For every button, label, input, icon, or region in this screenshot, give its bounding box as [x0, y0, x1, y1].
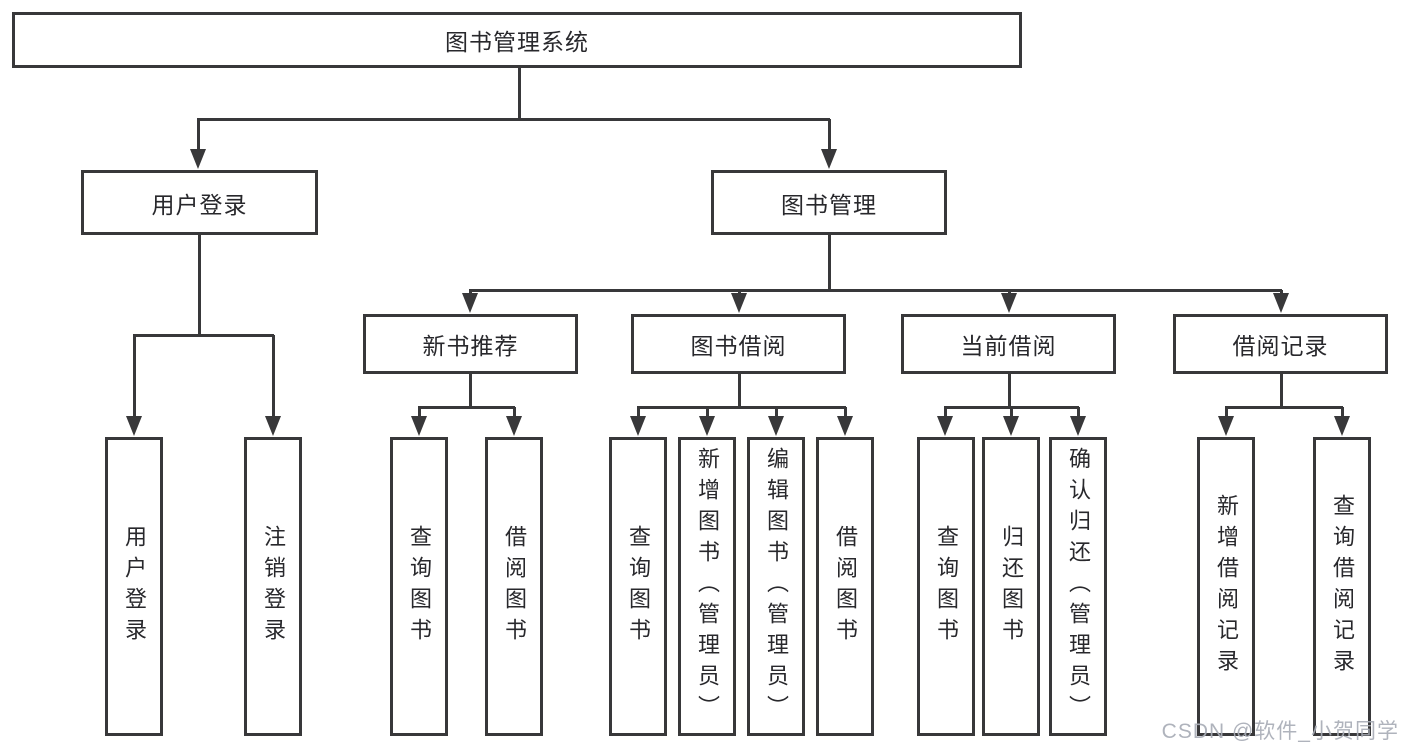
arrow-down-icon	[768, 416, 784, 436]
connector-stem-book-management	[828, 119, 831, 151]
leaf-query-books: 查询图书	[917, 437, 975, 736]
leaf-query-borrow-record: 查询借阅记录	[1313, 437, 1371, 736]
node-book-management: 图书管理	[711, 170, 947, 235]
leaf-edit-book-admin: 编辑图书（管理员）	[747, 437, 805, 736]
connector-book-management-trunk	[828, 235, 831, 291]
leaf-borrow-books: 借阅图书	[485, 437, 543, 736]
connector-root-trunk	[518, 68, 521, 120]
connector-leaf-splitter	[418, 406, 515, 409]
connector-user-login-splitter	[133, 334, 274, 337]
arrow-down-icon	[462, 293, 478, 313]
connector-stem-leaf	[844, 407, 847, 418]
connector-section-trunk	[469, 374, 472, 408]
arrow-down-icon	[265, 416, 281, 436]
arrow-down-icon	[506, 416, 522, 436]
arrow-down-icon	[837, 416, 853, 436]
csdn-watermark: CSDN @软件_小贺同学	[1161, 720, 1399, 743]
connector-leaf-splitter	[637, 406, 846, 409]
arrow-down-icon	[190, 149, 206, 169]
arrow-down-icon	[126, 416, 142, 436]
leaf-logout-login: 注销登录	[244, 437, 302, 736]
connector-stem-leaf	[1010, 407, 1013, 418]
connector-user-login-trunk	[198, 235, 201, 336]
node-new-book-recommend: 新书推荐	[363, 314, 578, 374]
connector-section-trunk	[1280, 374, 1283, 408]
node-user-login: 用户登录	[81, 170, 318, 235]
arrow-down-icon	[1001, 293, 1017, 313]
leaf-return-books: 归还图书	[982, 437, 1040, 736]
connector-stem-leaf	[513, 407, 516, 418]
arrow-down-icon	[937, 416, 953, 436]
leaf-borrow-books: 借阅图书	[816, 437, 874, 736]
connector-stem-leaf	[418, 407, 421, 418]
node-root: 图书管理系统	[12, 12, 1022, 68]
leaf-confirm-return-admin: 确认归还（管理员）	[1049, 437, 1107, 736]
node-book-borrow: 图书借阅	[631, 314, 846, 374]
arrow-down-icon	[630, 416, 646, 436]
connector-stem-leaf	[133, 335, 136, 418]
connector-stem-user-login	[197, 119, 200, 151]
connector-leaf-splitter	[1225, 406, 1343, 409]
connector-stem-leaf	[706, 407, 709, 418]
leaf-query-books: 查询图书	[609, 437, 667, 736]
connector-stem-leaf	[1077, 407, 1080, 418]
connector-stem-leaf	[1225, 407, 1228, 418]
arrow-down-icon	[821, 149, 837, 169]
arrow-down-icon	[1070, 416, 1086, 436]
arrow-down-icon	[699, 416, 715, 436]
connector-level2-splitter	[469, 289, 1282, 292]
connector-stem-leaf	[775, 407, 778, 418]
leaf-add-book-admin: 新增图书（管理员）	[678, 437, 736, 736]
node-borrow-records: 借阅记录	[1173, 314, 1388, 374]
arrow-down-icon	[1003, 416, 1019, 436]
connector-section-trunk	[738, 374, 741, 408]
arrow-down-icon	[1273, 293, 1289, 313]
leaf-user-login: 用户登录	[105, 437, 163, 736]
arrow-down-icon	[731, 293, 747, 313]
arrow-down-icon	[1218, 416, 1234, 436]
connector-stem-leaf	[1341, 407, 1344, 418]
connector-stem-leaf	[944, 407, 947, 418]
node-current-borrow: 当前借阅	[901, 314, 1116, 374]
connector-section-trunk	[1008, 374, 1011, 408]
leaf-query-books: 查询图书	[390, 437, 448, 736]
leaf-add-borrow-record: 新增借阅记录	[1197, 437, 1255, 736]
connector-stem-leaf	[637, 407, 640, 418]
arrow-down-icon	[1334, 416, 1350, 436]
connector-stem-leaf	[272, 335, 275, 418]
arrow-down-icon	[411, 416, 427, 436]
connector-level1-splitter	[197, 118, 830, 121]
